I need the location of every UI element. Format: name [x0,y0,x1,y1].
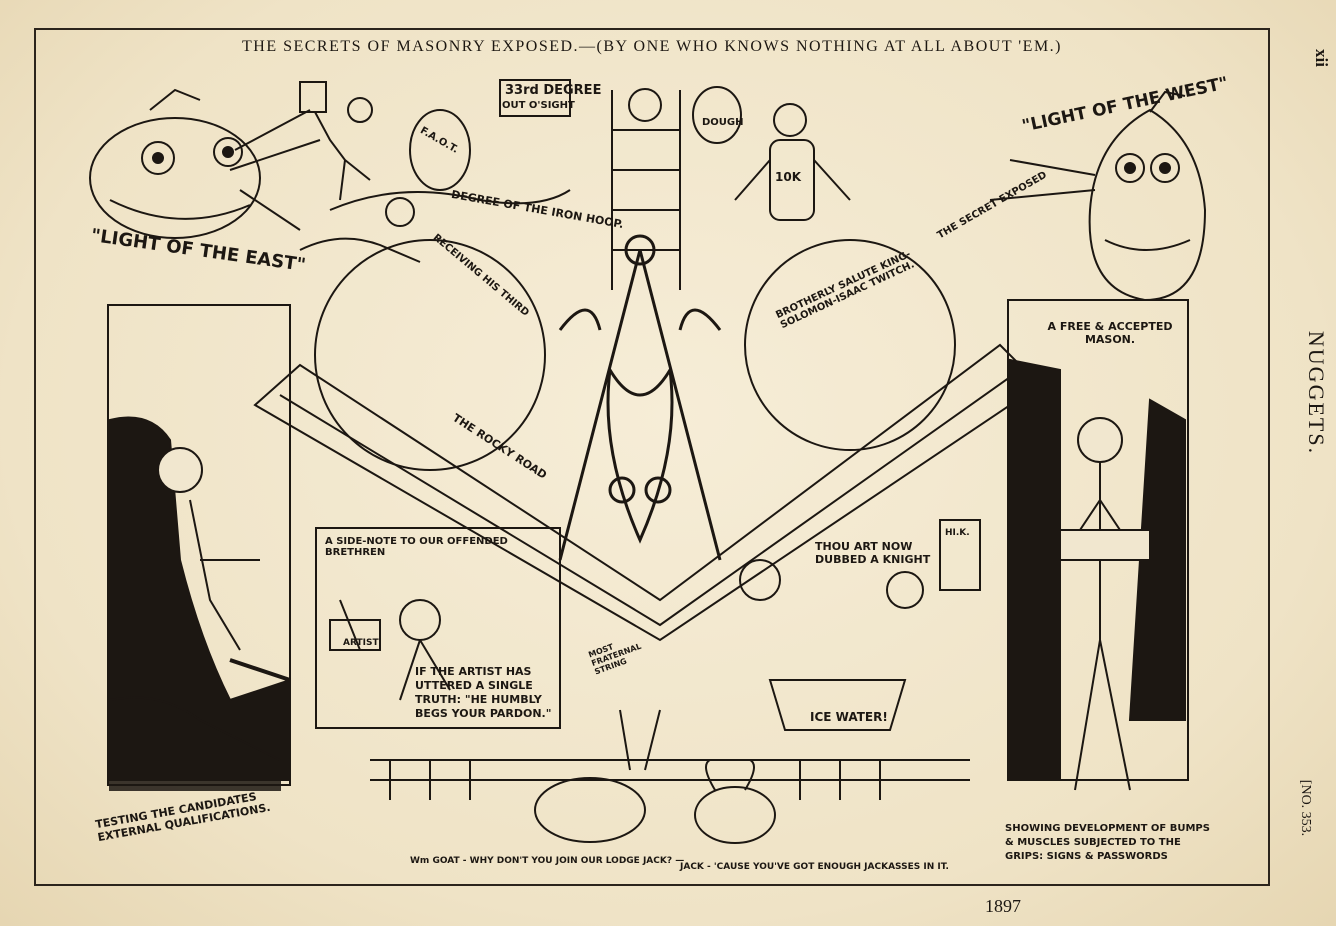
caption-artist-label: ARTIST [343,638,379,648]
ladder-figure [499,79,742,290]
caption-hik: HI.K. [945,528,970,538]
caption-dubbed-knight: THOU ART NOW DUBBED A KNIGHT [815,540,931,566]
donkey-and-goat [370,709,970,844]
paddle-figure [299,81,471,201]
iron-hoop-figure [299,189,571,263]
caption-33rd-degree: 33rd DEGREE [505,83,602,98]
square-ruler [253,343,1042,642]
free-mason-panel [1007,299,1189,791]
cartoon-frame [34,28,1270,886]
caption-ice-water: ICE WATER! [810,710,888,724]
caption-out-of-sight: OUT O'SIGHT [502,100,575,111]
light-of-the-east-figure [89,88,321,239]
caption-dough: DOUGH [702,117,744,128]
side-note-panel [315,527,561,729]
caption-ok-label: 10K [775,170,801,184]
caption-goat-dialog: Wm GOAT - WHY DON'T YOU JOIN OUR LODGE J… [410,856,685,866]
artist-figure [329,599,451,701]
brotherly-salute-vignette [744,239,956,451]
caption-artist-truth: IF THE ARTIST HAS UTTERED A SINGLE TRUTH… [415,665,552,720]
year-label: 1897 [985,896,1021,916]
page-title: THE SECRETS OF MASONRY EXPOSED.—(BY ONE … [241,38,1063,55]
third-degree-vignette [314,239,546,471]
caption-jack-dialog: JACK - 'CAUSE YOU'VE GOT ENOUGH JACKASSE… [680,862,949,872]
caption-free-mason: A FREE & ACCEPTED MASON. [1047,320,1173,346]
caption-side-note: A SIDE-NOTE TO OUR OFFENDED BRETHREN [325,536,508,558]
testing-candidates-panel [107,304,291,786]
ice-water-tub [739,519,981,731]
caption-showing-develop: SHOWING DEVELOPMENT OF BUMPS & MUSCLES S… [1005,823,1210,862]
compass-goat-figure [558,234,722,561]
skeleton-figure [734,103,851,221]
